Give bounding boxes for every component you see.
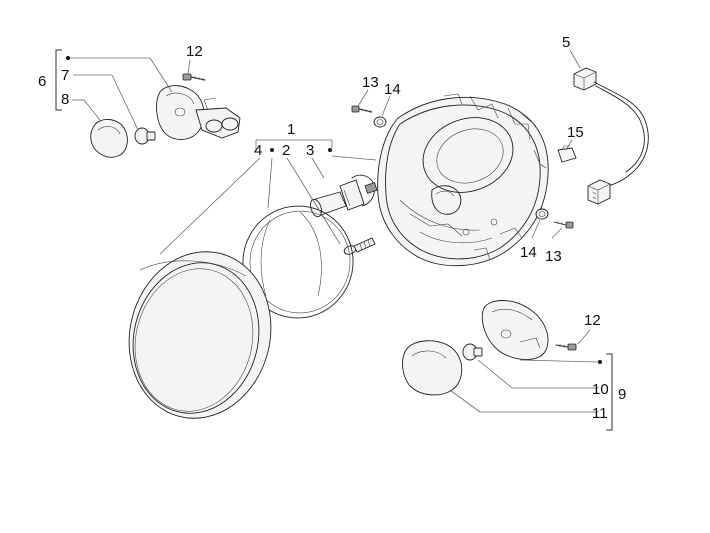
bullet-dot-9 <box>598 360 602 364</box>
headlight-trim-ring <box>128 251 272 419</box>
callout-4: 4 <box>254 142 262 159</box>
callout-1: 1 <box>287 121 295 138</box>
callout-5: 5 <box>562 34 570 51</box>
callout-14-top: 14 <box>384 81 401 98</box>
bullet-dot-6 <box>66 56 70 60</box>
callout-8: 8 <box>61 91 69 108</box>
callout-15: 15 <box>567 124 584 141</box>
callout-14-bottom: 14 <box>520 244 537 261</box>
screw-13-bottom <box>553 221 574 229</box>
bullet-dot-3 <box>328 148 332 152</box>
callout-11: 11 <box>592 405 608 422</box>
callout-7: 7 <box>61 67 69 84</box>
turn-signal-lens-right <box>402 340 463 396</box>
nut-14-top <box>373 116 387 128</box>
wiring-harness <box>573 67 649 205</box>
headlight-bulb <box>310 174 378 218</box>
callout-10: 10 <box>592 381 609 398</box>
callout-2: 2 <box>282 142 290 159</box>
callout-12-top: 12 <box>186 43 203 60</box>
callout-6: 6 <box>38 73 46 90</box>
callout-13-bottom: 13 <box>545 248 562 265</box>
front-turn-signal-left <box>156 73 241 140</box>
callout-9: 9 <box>618 386 626 403</box>
callout-13-top: 13 <box>362 74 379 91</box>
callout-3: 3 <box>306 142 314 159</box>
bullet-dot-4 <box>270 148 274 152</box>
front-turn-signal-right <box>481 300 577 360</box>
headlight-lens <box>242 205 354 319</box>
screw-13-top <box>351 105 373 113</box>
group-brackets <box>55 49 613 431</box>
leader-lines <box>68 49 599 413</box>
callout-labels: 1 2 3 4 5 6 7 8 9 10 11 12 12 13 13 14 1… <box>38 34 626 422</box>
callout-12-bottom: 12 <box>584 312 601 329</box>
turn-signal-bulb-left <box>134 127 156 145</box>
headlight-housing <box>377 93 549 267</box>
turn-signal-bulb-right <box>462 343 483 361</box>
parking-bulb <box>343 237 376 255</box>
nut-14-bottom <box>535 208 549 220</box>
turn-signal-lens-left <box>90 119 128 158</box>
